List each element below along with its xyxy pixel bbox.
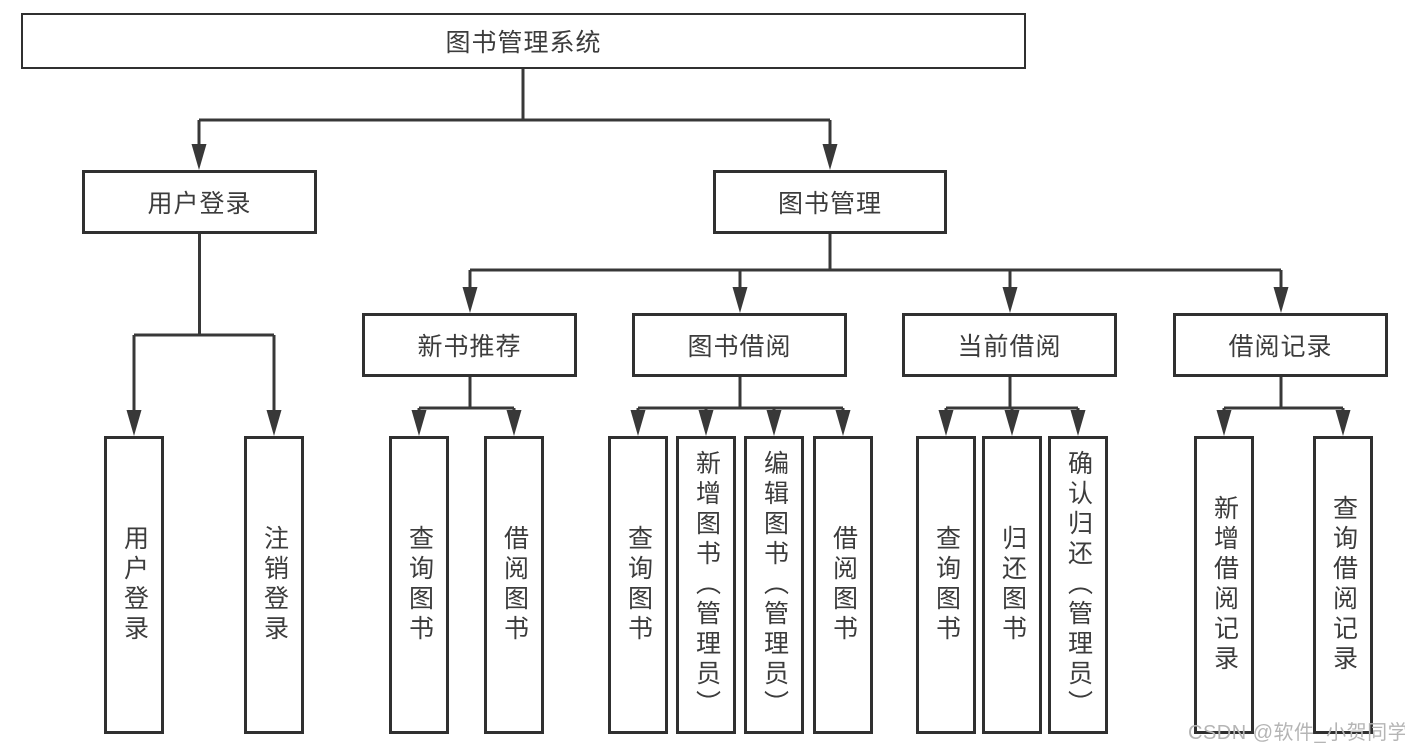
arrow-down-icon — [266, 410, 282, 436]
node-library-system: 图书管理系统 — [21, 13, 1026, 69]
node-book-management: 图书管理 — [713, 170, 947, 234]
node-logout: 注销登录 — [244, 436, 304, 734]
arrow-down-icon — [766, 410, 782, 436]
node-confirm-return-admin: 确认归还（管理员） — [1048, 436, 1108, 734]
node-query-books-newbook: 查询图书 — [389, 436, 449, 734]
node-query-books-borrow: 查询图书 — [608, 436, 668, 734]
arrow-down-icon — [698, 410, 714, 436]
arrow-down-icon — [1273, 287, 1289, 313]
node-label: 借阅图书 — [829, 525, 858, 645]
node-add-books-admin: 新增图书（管理员） — [676, 436, 736, 734]
arrowhead-icons — [126, 144, 1351, 436]
node-edit-books-admin: 编辑图书（管理员） — [744, 436, 804, 734]
node-user-login-leaf: 用户登录 — [104, 436, 164, 734]
node-label: 用户登录 — [120, 525, 149, 645]
arrow-down-icon — [462, 287, 478, 313]
node-label: 新书推荐 — [417, 333, 522, 361]
node-label: 借阅图书 — [500, 525, 529, 645]
arrow-down-icon — [835, 410, 851, 436]
arrow-down-icon — [822, 144, 838, 170]
node-label: 新增借阅记录 — [1210, 495, 1239, 675]
arrow-down-icon — [191, 144, 207, 170]
connector-bookmgmt-to-level3 — [468, 233, 1283, 289]
arrow-down-icon — [630, 410, 646, 436]
node-user-login: 用户登录 — [82, 170, 317, 234]
arrow-down-icon — [1004, 410, 1020, 436]
connector-root-to-level2 — [197, 68, 832, 146]
node-label: 用户登录 — [147, 190, 252, 218]
node-add-borrow-record: 新增借阅记录 — [1194, 436, 1254, 734]
arrow-down-icon — [1335, 410, 1351, 436]
node-label: 查询图书 — [624, 525, 653, 645]
connector-userlogin-to-children — [132, 233, 276, 412]
node-label: 查询图书 — [932, 525, 961, 645]
node-label: 归还图书 — [998, 525, 1027, 645]
arrow-down-icon — [732, 287, 748, 313]
node-current-borrowing: 当前借阅 — [902, 313, 1117, 377]
node-query-books-current: 查询图书 — [916, 436, 976, 734]
node-label: 确认归还（管理员） — [1064, 450, 1093, 720]
watermark: CSDN @软件_小贺同学 — [1188, 722, 1405, 744]
node-return-books: 归还图书 — [982, 436, 1042, 734]
node-borrow-books: 借阅图书 — [813, 436, 873, 734]
node-label: 注销登录 — [260, 525, 289, 645]
node-new-book-recommendation: 新书推荐 — [362, 313, 577, 377]
node-label: 新增图书（管理员） — [692, 450, 721, 720]
connector-current-group — [944, 376, 1080, 412]
node-label: 当前借阅 — [957, 333, 1062, 361]
node-borrow-books-newbook: 借阅图书 — [484, 436, 544, 734]
node-borrowing-records: 借阅记录 — [1173, 313, 1388, 377]
node-label: 图书管理系统 — [445, 29, 602, 57]
arrow-down-icon — [1002, 287, 1018, 313]
arrow-down-icon — [506, 410, 522, 436]
connector-newbook-group — [417, 376, 516, 412]
node-query-borrow-record: 查询借阅记录 — [1313, 436, 1373, 734]
arrow-down-icon — [126, 410, 142, 436]
node-book-borrowing: 图书借阅 — [632, 313, 847, 377]
node-label: 图书借阅 — [687, 333, 792, 361]
node-label: 查询图书 — [405, 525, 434, 645]
arrow-down-icon — [1070, 410, 1086, 436]
connector-records-group — [1222, 376, 1345, 412]
arrow-down-icon — [1216, 410, 1232, 436]
arrow-down-icon — [938, 410, 954, 436]
arrow-down-icon — [411, 410, 427, 436]
node-label: 查询借阅记录 — [1329, 495, 1358, 675]
node-label: 图书管理 — [777, 190, 882, 218]
node-label: 编辑图书（管理员） — [760, 450, 789, 720]
node-label: 借阅记录 — [1228, 333, 1333, 361]
connector-borrow-group — [636, 376, 845, 412]
